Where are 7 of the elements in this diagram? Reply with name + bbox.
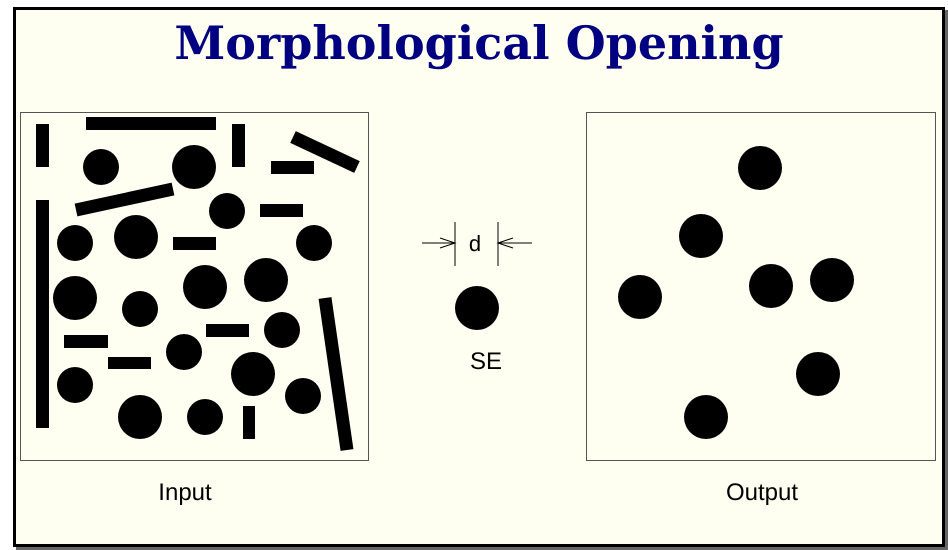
panel-caption: Input xyxy=(157,479,213,507)
panel-caption: Output xyxy=(724,479,800,507)
output-image-panel xyxy=(586,112,936,461)
title: Morphological Opening xyxy=(173,16,785,70)
dimension-label: d xyxy=(468,231,482,257)
panel-caption: SE xyxy=(468,348,503,376)
structuring-element-circle xyxy=(455,286,499,330)
